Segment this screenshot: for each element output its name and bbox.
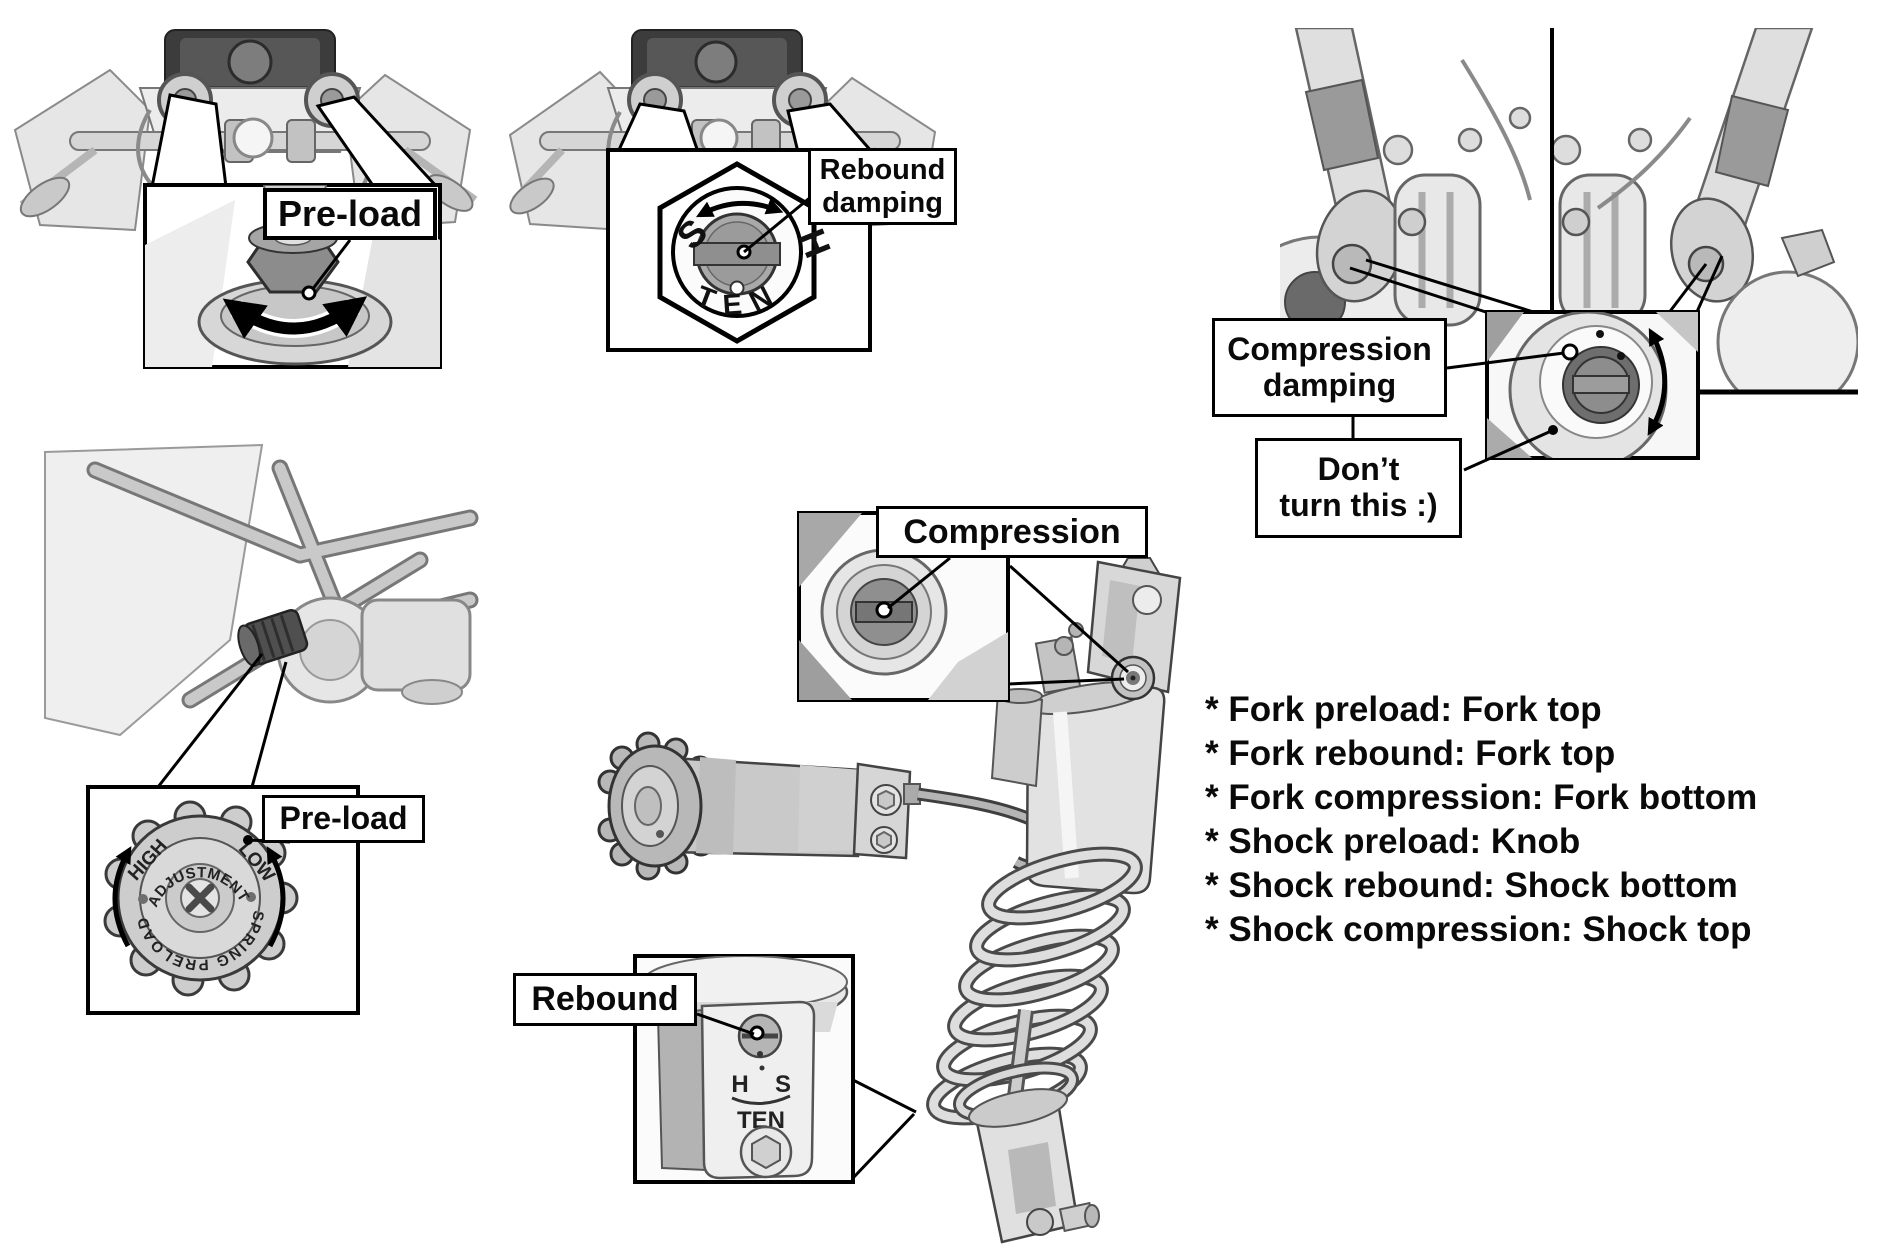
knob-turn-arrow-right-icon <box>266 846 286 948</box>
legend-item-fork-rebound: * Fork rebound: Fork top <box>1205 734 1616 773</box>
legend-item-shock-preload: * Shock preload: Knob <box>1205 822 1581 861</box>
knob-turn-arrow-left-icon <box>112 846 132 948</box>
rebound-turn-arrow-icon <box>695 198 784 218</box>
fork-rebound-label-line1: Rebound <box>819 154 946 187</box>
shock-rebound-label: Rebound <box>531 980 679 1019</box>
shock-compression-label: Compression <box>903 512 1121 551</box>
phillips-screw-icon <box>185 883 215 913</box>
shock-preload-knob-on-bike <box>237 608 309 667</box>
legend-item-fork-compression: * Fork compression: Fork bottom <box>1205 778 1758 817</box>
shock-rebound-hard-mark: H <box>731 1071 748 1098</box>
fork-rebound-callout: Rebound damping <box>808 148 957 225</box>
shock-bottom-clevis <box>953 1061 1100 1244</box>
compression-turn-arrow-icon <box>1647 327 1668 436</box>
shock-rebound-callout: Rebound <box>513 973 697 1026</box>
shock-preload-knob-detail: HIGH LOW ADJUSTMENT SPRING PRELOAD <box>103 800 299 997</box>
fork-rebound-label-line2: damping <box>822 186 943 219</box>
fork-compression-leader-lines <box>1349 255 1724 316</box>
shock-preload-label: Pre-load <box>279 800 408 837</box>
remote-preload-adjuster <box>597 731 1068 881</box>
fork-compression-label-line2: damping <box>1262 366 1397 403</box>
legend-item-shock-rebound: * Shock rebound: Shock bottom <box>1205 866 1738 905</box>
fork-rebound-inset: S H TEN <box>606 148 872 352</box>
legend: * Fork preload: Fork top * Fork rebound:… <box>1205 688 1865 952</box>
shock-compression-callout: Compression <box>876 506 1148 558</box>
fork-preload-inset <box>143 183 442 369</box>
fork-preload-callout: Pre-load <box>263 188 437 240</box>
legend-item-shock-compression: * Shock compression: Shock top <box>1205 910 1752 949</box>
dont-turn-note-callout: Don’t turn this :) <box>1255 438 1462 538</box>
dont-turn-label-line1: Don’t <box>1317 451 1400 488</box>
fork-preload-label: Pre-load <box>277 192 423 234</box>
compression-screw-slot <box>1572 375 1630 394</box>
legend-item-fork-preload: * Fork preload: Fork top <box>1205 690 1602 729</box>
shock-preload-callout: Pre-load <box>262 795 425 843</box>
fork-compression-label-line1: Compression <box>1227 330 1432 367</box>
preload-turn-arrow-icon <box>222 296 368 339</box>
shock-preload-illustration <box>44 443 479 737</box>
dont-turn-label-line2: turn this :) <box>1279 487 1438 523</box>
fork-compression-inset <box>1485 310 1700 460</box>
fork-compression-callout: Compression damping <box>1212 318 1447 417</box>
shock-rebound-soft-mark: S <box>775 1071 791 1098</box>
